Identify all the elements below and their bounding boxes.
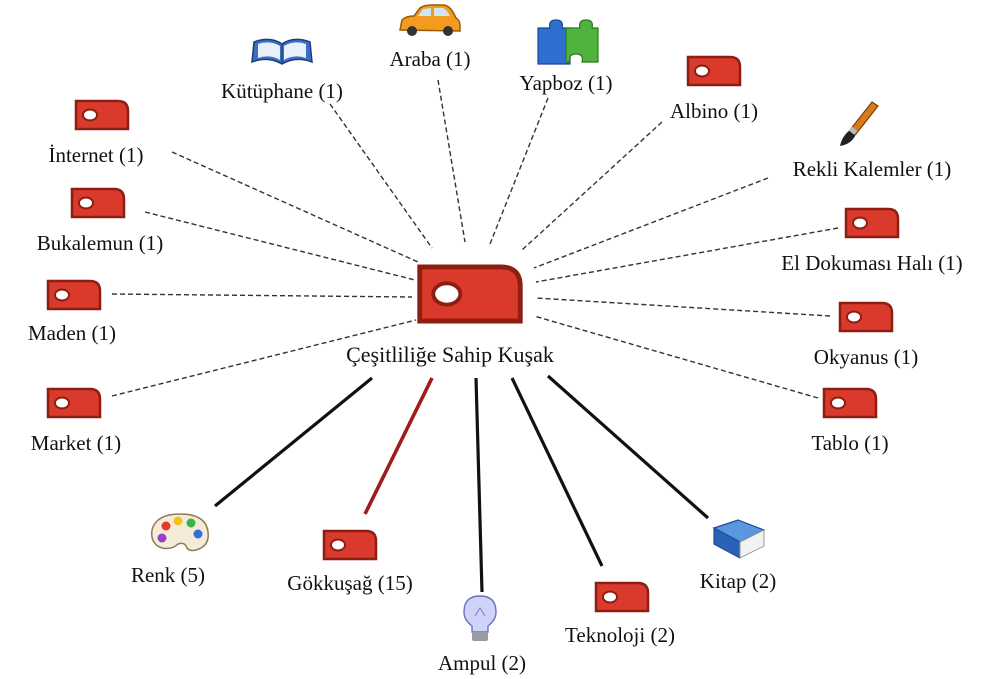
node-label: Bukalemun (1) <box>37 231 164 255</box>
link-hali <box>535 227 839 283</box>
node-label: Kitap (2) <box>700 569 776 593</box>
link-market <box>111 319 417 397</box>
center-label: Çeşitliliğe Sahip Kuşak <box>346 342 554 367</box>
blue-book-icon <box>712 519 766 560</box>
node-market[interactable]: Market (1) <box>31 387 121 455</box>
node-label: İnternet (1) <box>48 143 143 167</box>
node-label: Market (1) <box>31 431 121 455</box>
link-rekli <box>533 177 769 269</box>
node-label: El Dokuması Halı (1) <box>781 251 962 275</box>
node-label: Yapboz (1) <box>520 71 613 95</box>
puzzle-icon <box>537 19 599 65</box>
node-araba[interactable]: Araba (1) <box>389 4 471 71</box>
center-node[interactable]: Çeşitliliğe Sahip Kuşak <box>346 267 554 367</box>
lightbulb-icon <box>463 595 497 641</box>
book-open-icon <box>251 38 313 65</box>
link-internet <box>171 151 419 263</box>
node-okyanus[interactable]: Okyanus (1) <box>814 301 918 369</box>
link-tablo <box>533 315 819 399</box>
link-yapboz <box>489 97 549 245</box>
tag-icon <box>420 267 521 321</box>
node-label: Ampul (2) <box>438 651 526 675</box>
link-ampul <box>474 377 484 593</box>
node-label: Kütüphane (1) <box>221 79 343 103</box>
node-label: Araba (1) <box>389 47 470 71</box>
palette-icon <box>150 513 209 552</box>
link-okyanus <box>535 297 831 317</box>
link-teknoloji <box>510 377 604 567</box>
node-label: Tablo (1) <box>811 431 888 455</box>
node-bukalemun[interactable]: Bukalemun (1) <box>37 187 164 255</box>
link-gokkusag <box>363 377 434 515</box>
tag-icon <box>838 301 894 333</box>
tag-icon <box>844 207 900 239</box>
node-label: Maden (1) <box>28 321 116 345</box>
node-label: Renk (5) <box>131 563 205 587</box>
node-label: Albino (1) <box>670 99 758 123</box>
node-el-dokumasi-hali[interactable]: El Dokuması Halı (1) <box>781 207 963 275</box>
tag-icon <box>322 529 378 561</box>
paintbrush-icon <box>840 101 879 146</box>
tag-icon <box>46 387 102 419</box>
node-tablo[interactable]: Tablo (1) <box>811 387 889 455</box>
node-ampul[interactable]: Ampul (2) <box>438 595 526 675</box>
tag-icon <box>74 99 130 131</box>
node-kitap[interactable]: Kitap (2) <box>700 519 776 593</box>
link-kutuphane <box>329 103 433 249</box>
node-label: Gökkuşağ (15) <box>287 571 412 595</box>
tag-icon <box>686 55 742 87</box>
node-label: Rekli Kalemler (1) <box>793 157 952 181</box>
node-albino[interactable]: Albino (1) <box>670 55 758 123</box>
node-rekli-kalemler[interactable]: Rekli Kalemler (1) <box>793 101 952 181</box>
link-albino <box>521 121 663 251</box>
node-label: Okyanus (1) <box>814 345 918 369</box>
node-teknoloji[interactable]: Teknoloji (2) <box>565 581 675 647</box>
tag-icon <box>46 279 102 311</box>
node-label: Teknoloji (2) <box>565 623 675 647</box>
node-yapboz[interactable]: Yapboz (1) <box>520 19 613 95</box>
link-maden <box>111 293 413 298</box>
car-icon <box>399 4 461 36</box>
node-maden[interactable]: Maden (1) <box>28 279 116 345</box>
node-renk[interactable]: Renk (5) <box>131 513 209 587</box>
link-bukalemun <box>144 211 416 281</box>
node-internet[interactable]: İnternet (1) <box>48 99 144 167</box>
links <box>111 79 839 593</box>
tag-icon <box>822 387 878 419</box>
link-araba <box>437 79 466 243</box>
link-renk <box>213 376 374 508</box>
node-gokkusag[interactable]: Gökkuşağ (15) <box>287 529 413 595</box>
link-kitap <box>546 374 710 520</box>
tag-icon <box>70 187 126 219</box>
tag-icon <box>594 581 650 613</box>
node-kutuphane[interactable]: Kütüphane (1) <box>221 38 343 103</box>
